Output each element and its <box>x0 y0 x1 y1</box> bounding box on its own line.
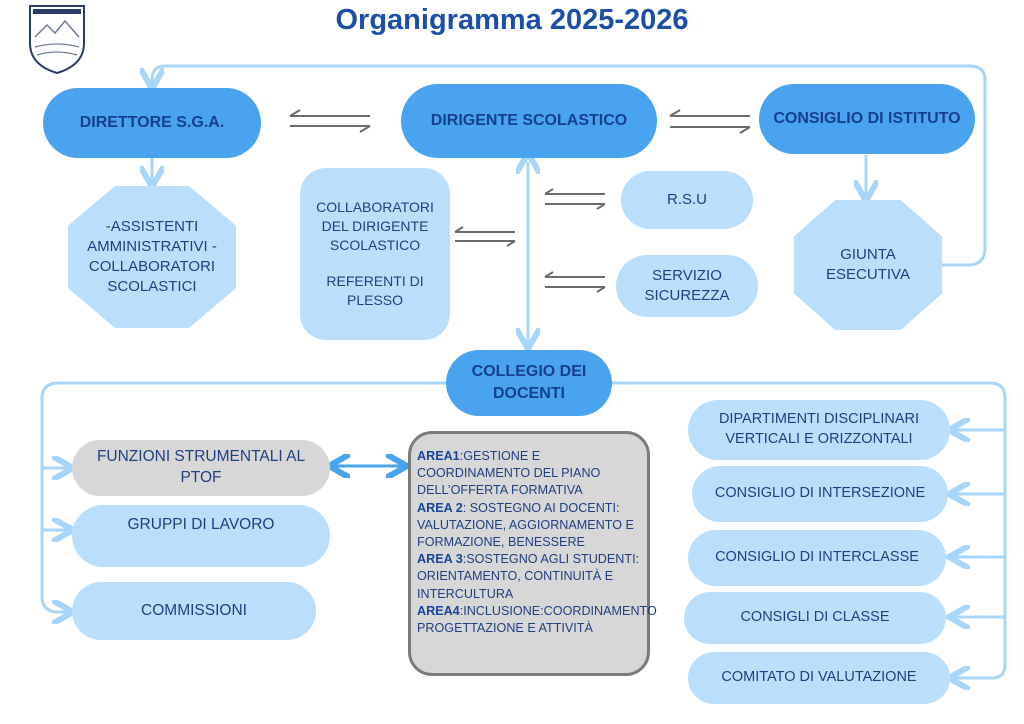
node-dipartimenti: DIPARTIMENTI DISCIPLINARI VERTICALI E OR… <box>688 400 950 460</box>
node-funzioni: FUNZIONI STRUMENTALI AL PTOF <box>72 440 330 496</box>
area-3-label: AREA 3 <box>417 552 463 567</box>
page-title: Organigramma 2025-2026 <box>335 4 689 36</box>
node-collegio-label: COLLEGIO DEI DOCENTI <box>471 363 587 402</box>
area-4-text: :INCLUSIONE:COORDINAMENTO PROGETTAZIONE … <box>417 603 657 636</box>
area-3-text: :SOSTEGNO AGLI STUDENTI: ORIENTAMENTO, C… <box>417 552 640 601</box>
node-intersezione: CONSIGLIO DI INTERSEZIONE <box>692 466 948 522</box>
collaboratori-label: COLLABORATORI DEL DIRIGENTE SCOLASTICO <box>316 198 434 253</box>
node-valutazione: COMITATO DI VALUTAZIONE <box>688 652 950 704</box>
area-2-text: : SOSTEGNO AI DOCENTI: VALUTAZIONE, AGGI… <box>417 500 634 550</box>
node-gruppi: GRUPPI DI LAVORO <box>72 505 330 567</box>
node-assistenti-label: -ASSISTENTI AMMINISTRATIVI - COLLABORATO… <box>87 217 217 296</box>
node-dipartimenti-label: DIPARTIMENTI DISCIPLINARI VERTICALI E OR… <box>718 411 920 447</box>
node-giunta: GIUNTA ESECUTIVA <box>794 200 942 330</box>
area-2: AREA 2: SOSTEGNO AI DOCENTI: VALUTAZIONE… <box>417 500 641 552</box>
node-commissioni: COMMISSIONI <box>72 582 316 640</box>
node-sicurezza: SERVIZIO SICUREZZA <box>616 255 758 317</box>
node-collaboratori: COLLABORATORI DEL DIRIGENTE SCOLASTICO R… <box>300 168 450 340</box>
node-collegio: COLLEGIO DEI DOCENTI <box>446 350 612 416</box>
node-dirigente: DIRIGENTE SCOLASTICO <box>401 84 657 158</box>
node-giunta-label: GIUNTA ESECUTIVA <box>826 245 910 283</box>
area-1-label: AREA1 <box>417 449 460 463</box>
referenti-label: REFERENTI DI PLESSO <box>326 273 424 309</box>
area-1: AREA1:GESTIONE E COORDINAMENTO DEL PIANO… <box>417 448 641 500</box>
area-4: AREA4:INCLUSIONE:COORDINAMENTO PROGETTAZ… <box>417 603 657 637</box>
node-rsu: R.S.U <box>621 171 753 229</box>
areas-box: AREA1:GESTIONE E COORDINAMENTO DEL PIANO… <box>408 431 657 676</box>
area-3: AREA 3:SOSTEGNO AGLI STUDENTI: ORIENTAME… <box>417 551 641 603</box>
area-4-label: AREA4 <box>417 603 460 618</box>
area-2-label: AREA 2 <box>417 500 463 515</box>
node-dsga: DIRETTORE S.G.A. <box>43 88 261 158</box>
shield-icon <box>29 5 85 75</box>
node-interclasse: CONSIGLIO DI INTERCLASSE <box>688 530 946 586</box>
node-consiglio-istituto: CONSIGLIO DI ISTITUTO <box>759 84 975 154</box>
node-assistenti: -ASSISTENTI AMMINISTRATIVI - COLLABORATO… <box>68 186 236 328</box>
area-1-text: :GESTIONE E COORDINAMENTO DEL PIANO DELL… <box>417 449 601 498</box>
node-classe: CONSIGLI DI CLASSE <box>684 592 946 644</box>
school-logo <box>27 3 87 75</box>
node-funzioni-label: FUNZIONI STRUMENTALI AL PTOF <box>96 448 306 486</box>
